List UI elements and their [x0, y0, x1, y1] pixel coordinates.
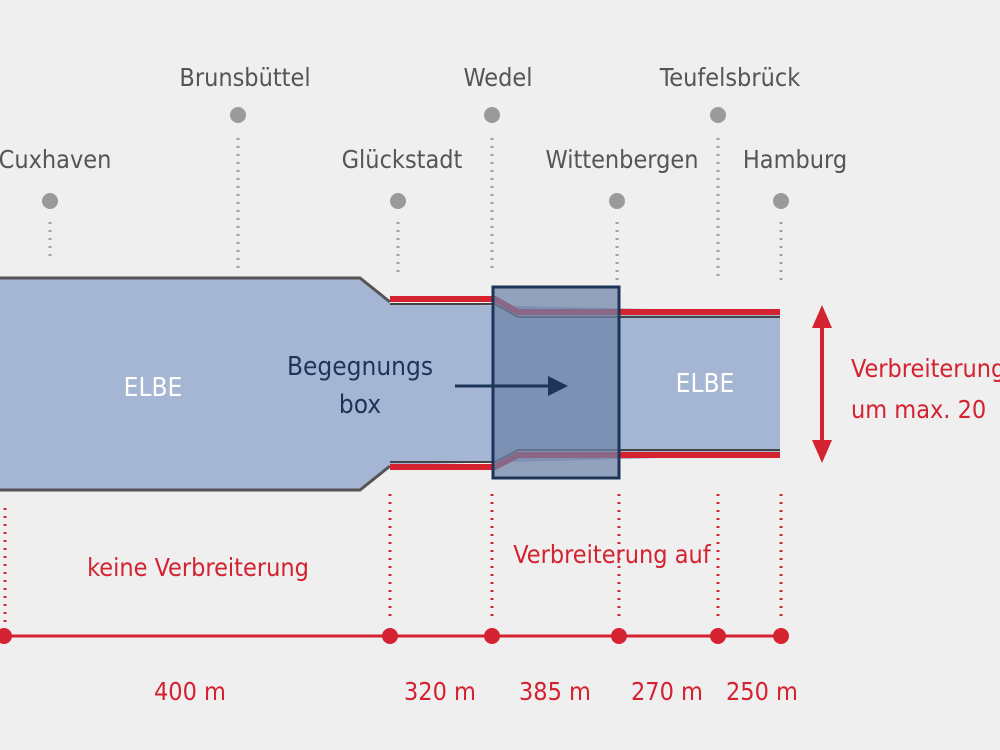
town-label-cuxhaven: Cuxhaven: [0, 145, 111, 174]
marker-dot-cuxhaven: [42, 193, 58, 209]
widening-note-line1: Verbreiterung: [851, 354, 1000, 383]
scale-dot-hamburg: [773, 628, 789, 644]
town-label-wedel: Wedel: [464, 63, 533, 92]
width-label-1: 400 m: [154, 677, 226, 706]
town-label-hamburg: Hamburg: [743, 145, 847, 174]
scale-dot-wedel: [484, 628, 500, 644]
widening-note-line2: um max. 20: [851, 395, 986, 424]
width-label-4: 270 m: [631, 677, 703, 706]
location-markers: [42, 107, 789, 282]
marker-dot-hamburg: [773, 193, 789, 209]
river-bank-top-left: [0, 276, 391, 304]
scale-dots: [0, 628, 789, 644]
town-label-brunsbuettel: Brunsbüttel: [179, 63, 310, 92]
section-label-no-widening: keine Verbreiterung: [87, 553, 309, 582]
marker-dot-wedel: [484, 107, 500, 123]
marker-dot-teufelsbrueck: [710, 107, 726, 123]
scale-dot-wittenbergen: [611, 628, 627, 644]
width-label-5: 250 m: [726, 677, 798, 706]
town-label-glueckstadt: Glückstadt: [342, 145, 463, 174]
section-label-widening-to: Verbreiterung auf: [513, 540, 711, 569]
river-label-right: ELBE: [676, 369, 735, 399]
scale-dot-glueckstadt: [382, 628, 398, 644]
marker-dot-wittenbergen: [609, 193, 625, 209]
meeting-box-label-line2: box: [339, 390, 381, 420]
scale-dot-teufelsbrueck: [710, 628, 726, 644]
river-label-left: ELBE: [124, 373, 183, 403]
marker-dot-brunsbuettel: [230, 107, 246, 123]
scale-dot-cuxhaven: [0, 628, 12, 644]
town-label-wittenbergen: Wittenbergen: [546, 145, 699, 174]
meeting-box-label-line1: Begegnungs: [287, 352, 433, 382]
arrow-right-icon: [455, 376, 568, 396]
town-label-teufelsbrueck: Teufelsbrück: [659, 63, 800, 92]
section-lines: [3, 494, 783, 622]
double-arrow-vertical-icon: [812, 305, 832, 463]
marker-dot-glueckstadt: [390, 193, 406, 209]
width-label-3: 385 m: [519, 677, 591, 706]
width-label-2: 320 m: [404, 677, 476, 706]
river-bank-bottom-left: [0, 464, 391, 492]
